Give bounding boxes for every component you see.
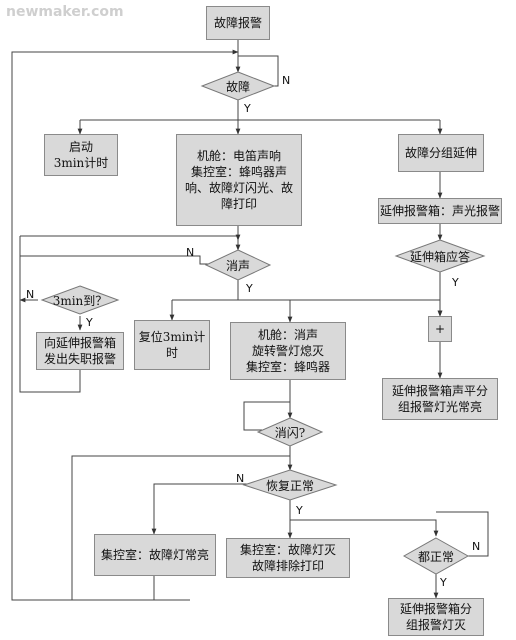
decision-silence bbox=[204, 249, 272, 281]
decision-silence-label: 消声 bbox=[225, 258, 250, 273]
silence-yes-label: Y bbox=[246, 282, 253, 295]
fault-yes-label: Y bbox=[244, 102, 251, 115]
3min-no-label: N bbox=[26, 288, 35, 301]
decision-recover bbox=[242, 469, 338, 501]
decision-flash bbox=[256, 417, 324, 447]
edge-fault-no-loop bbox=[238, 55, 279, 87]
silence-no-label: N bbox=[186, 246, 195, 259]
duty-alarm-box: 向延伸报警箱 发出失职报警 bbox=[36, 332, 124, 370]
edge-normal-no bbox=[436, 511, 489, 557]
engine-alarm-box: 机舱：电笛声响 集控室：蜂鸣器声 响、故障灯闪光、故 障打印 bbox=[176, 134, 302, 226]
decision-3min-label: 3min到？ bbox=[52, 293, 108, 308]
3min-yes-label: Y bbox=[86, 316, 93, 329]
edge-flash-no-loop bbox=[243, 401, 290, 431]
edge-outer-loop bbox=[11, 49, 239, 601]
normal-no-label: N bbox=[472, 540, 481, 553]
reset-timer-box: 复位3min计时 bbox=[134, 320, 210, 370]
edge-silence-top-loop bbox=[20, 234, 241, 241]
ext-lights-off-box: 延伸报警箱分 组报警灯灭 bbox=[388, 598, 484, 636]
start-timer-box: 启动 3min计时 bbox=[44, 134, 118, 176]
fault-clear-print-box: 集控室：故障灯灭 故障排除打印 bbox=[226, 538, 350, 578]
engine-silence-box: 机舱：消声 旋转警灯熄灭 集控室：蜂鸣器 bbox=[230, 322, 346, 380]
decision-fault-label: 故障 bbox=[225, 79, 250, 94]
normal-yes-label: Y bbox=[440, 576, 447, 589]
ack-yes-label: Y bbox=[452, 276, 459, 289]
fault-light-on-box: 集控室：故障灯常亮 bbox=[94, 534, 216, 576]
recover-yes-label: Y bbox=[296, 504, 303, 517]
edge-duty-back bbox=[19, 236, 81, 393]
decision-ack bbox=[394, 239, 486, 273]
edge-recover-yes bbox=[289, 500, 439, 537]
decision-ack-label: 延伸箱应答 bbox=[409, 249, 470, 264]
decision-flash-label: 消闪? bbox=[274, 425, 306, 440]
edge-recover-top bbox=[71, 455, 290, 600]
start-box: 故障报警 bbox=[206, 6, 270, 40]
plus-box: + bbox=[428, 316, 452, 342]
ext-steady-box: 延伸报警箱声平分 组报警灯光常亮 bbox=[382, 378, 498, 420]
decision-normal-label: 都正常 bbox=[417, 549, 454, 564]
decision-3min bbox=[40, 285, 120, 315]
fault-group-extend-box: 故障分组延伸 bbox=[398, 134, 484, 172]
watermark: newmaker.com bbox=[6, 4, 124, 20]
edge-recover-loop bbox=[151, 483, 262, 535]
decision-recover-label: 恢复正常 bbox=[265, 478, 314, 493]
recover-no-label: N bbox=[236, 472, 245, 485]
fault-no-label: N bbox=[282, 74, 291, 87]
decision-normal bbox=[402, 537, 470, 575]
decision-fault bbox=[200, 71, 276, 101]
ext-alarm-box: 延伸报警箱：声光报警 bbox=[378, 198, 502, 224]
